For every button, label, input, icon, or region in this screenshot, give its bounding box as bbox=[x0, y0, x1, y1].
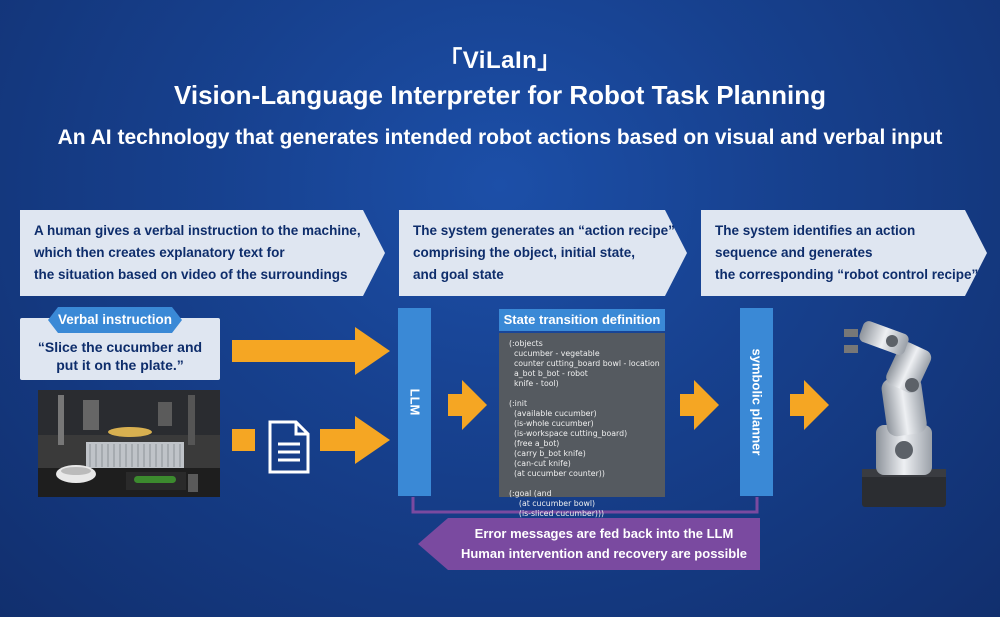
step-2-line-2: comprising the object, initial state, bbox=[413, 245, 636, 260]
step-3-line-1: The system identifies an action bbox=[715, 223, 916, 238]
arrow-right-icon bbox=[790, 380, 829, 430]
step-shape-2 bbox=[399, 210, 687, 296]
step-box-1: A human gives a verbal instruction to th… bbox=[20, 210, 385, 296]
feedback-line-1: Error messages are fed back into the LLM bbox=[474, 526, 734, 541]
arrow-right-icon bbox=[232, 327, 390, 375]
feedback-shape bbox=[418, 518, 760, 570]
step-box-3: The system identifies an action sequence… bbox=[701, 210, 987, 296]
scene-photo bbox=[38, 390, 220, 497]
heading: Vision-Language Interpreter for Robot Ta… bbox=[174, 80, 826, 110]
arrow-right-icon bbox=[448, 380, 487, 430]
step-1-line-1: A human gives a verbal instruction to th… bbox=[34, 223, 361, 238]
step-1-line-2: which then creates explanatory text for bbox=[34, 245, 285, 260]
quote-line-2: put it on the plate.” bbox=[56, 357, 184, 373]
verbal-instruction-tag: Verbal instruction bbox=[48, 307, 182, 333]
symbolic-planner-bar: symbolic planner bbox=[740, 308, 773, 496]
state-transition-title: State transition definition bbox=[499, 309, 665, 331]
quote-line-1: “Slice the cucumber and bbox=[37, 339, 203, 355]
feedback-arrow: Error messages are fed back into the LLM… bbox=[418, 518, 760, 570]
step-shape-1 bbox=[20, 210, 385, 296]
step-3-line-3: the corresponding “robot control recipe” bbox=[715, 267, 979, 282]
arrow-right-icon bbox=[320, 416, 390, 464]
step-2-line-3: and goal state bbox=[413, 267, 504, 282]
subtitle: An AI technology that generates intended… bbox=[57, 126, 943, 149]
llm-label: LLM bbox=[407, 388, 422, 416]
state-transition-code: (:objects cucumber - vegetable counter c… bbox=[509, 339, 660, 518]
arrow-right-icon bbox=[680, 380, 719, 430]
title: 「ViLaIn」 bbox=[438, 47, 562, 74]
document-icon bbox=[268, 420, 310, 479]
step-shape-3 bbox=[701, 210, 987, 296]
feedback-line bbox=[411, 497, 759, 514]
step-1-line-3: the situation based on video of the surr… bbox=[34, 267, 348, 282]
scene-illustration bbox=[38, 390, 220, 497]
step-3-line-2: sequence and generates bbox=[715, 245, 873, 260]
feedback-line-2: Human intervention and recovery are poss… bbox=[460, 546, 748, 561]
arrow-right-icon bbox=[232, 429, 255, 451]
symbolic-planner-label: symbolic planner bbox=[749, 348, 764, 456]
step-box-2: The system generates an “action recipe” … bbox=[399, 210, 687, 296]
llm-bar: LLM bbox=[398, 308, 431, 496]
step-2-line-1: The system generates an “action recipe” bbox=[413, 223, 675, 238]
robot-arm-icon bbox=[840, 315, 980, 520]
verbal-instruction-label: Verbal instruction bbox=[57, 312, 173, 327]
state-transition-code-box: (:objects cucumber - vegetable counter c… bbox=[499, 333, 665, 518]
